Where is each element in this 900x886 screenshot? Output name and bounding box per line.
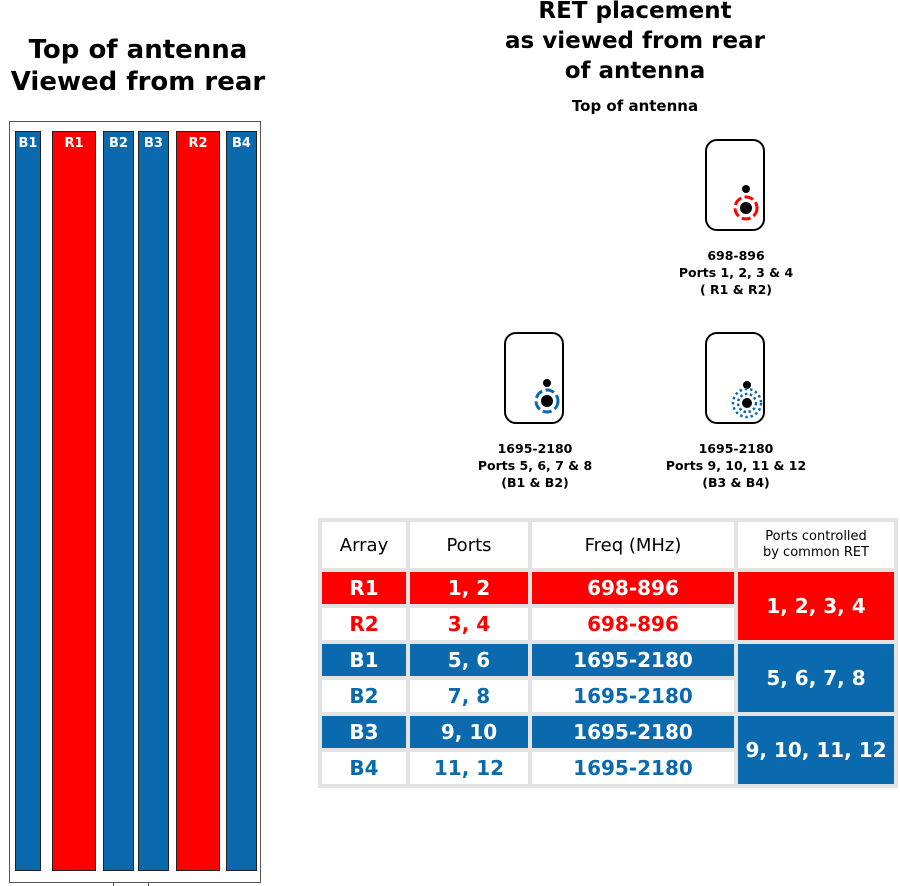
left-title-line-2: Viewed from rear	[10, 67, 266, 97]
cell-array: R1	[322, 572, 406, 604]
right-title-line-2: as viewed from rear	[505, 28, 765, 54]
array-strip-r1: R1	[52, 131, 96, 871]
header-common-ret: Ports controlled by common RET	[738, 522, 894, 568]
ret-arrays: (B3 & B4)	[702, 475, 770, 490]
cell-ports: 5, 6	[410, 644, 528, 676]
header-common-line-1: Ports controlled	[765, 529, 867, 544]
ret-connector-icon	[733, 185, 759, 221]
cell-common-ret: 5, 6, 7, 8	[738, 644, 894, 712]
cell-ports: 11, 12	[410, 752, 528, 784]
ret-arrays: (B1 & B2)	[501, 475, 569, 490]
cell-freq: 698-896	[532, 572, 734, 604]
cell-freq: 1695-2180	[532, 716, 734, 748]
ret-caption-b1-b2: 1695-2180 Ports 5, 6, 7 & 8 (B1 & B2)	[425, 440, 645, 491]
cell-freq: 1695-2180	[532, 644, 734, 676]
ret-ports: Ports 1, 2, 3 & 4	[678, 265, 794, 280]
ret-connector-icon	[534, 379, 560, 414]
table-row: B1 5, 6 1695-2180 5, 6, 7, 8	[322, 644, 894, 712]
cell-array: R2	[322, 608, 406, 640]
ports-table: Array Ports Freq (MHz) Ports controlled …	[318, 518, 898, 788]
ret-freq: 1695-2180	[497, 441, 573, 456]
cell-array: B2	[322, 680, 406, 712]
cell-ports: 1, 2	[410, 572, 528, 604]
right-title-line-1: RET placement	[538, 0, 732, 24]
cell-array: B1	[322, 644, 406, 676]
ret-freq: 1695-2180	[698, 441, 774, 456]
ret-caption-b3-b4: 1695-2180 Ports 9, 10, 11 & 12 (B3 & B4)	[626, 440, 846, 491]
ret-unit-b1-b2	[504, 332, 564, 424]
header-common-line-2: by common RET	[762, 545, 870, 560]
cell-array: B4	[322, 752, 406, 784]
ret-caption-698-896: 698-896 Ports 1, 2, 3 & 4 ( R1 & R2)	[626, 247, 846, 298]
antenna-body: B1 R1 B2 B3 R2 B4	[9, 121, 261, 883]
array-label-b2: B2	[109, 136, 128, 151]
array-label-r1: R1	[64, 136, 84, 151]
array-strip-r2: R2	[176, 131, 220, 871]
header-array: Array	[322, 522, 406, 568]
table-row: R1 1, 2 698-896 1, 2, 3, 4	[322, 572, 894, 640]
array-strip-b3: B3	[138, 131, 169, 871]
table-row: B4 11, 12 1695-2180	[322, 752, 894, 784]
array-strip-b1: B1	[15, 131, 41, 871]
ret-unit-b3-b4	[705, 332, 765, 424]
array-label-r2: R2	[188, 136, 208, 151]
ret-freq: 698-896	[707, 248, 765, 263]
ret-connector-icon	[731, 381, 763, 419]
top-of-antenna-label: Top of antenna	[571, 97, 699, 115]
table-row: B2 7, 8 1695-2180	[322, 680, 894, 712]
ret-arrays: ( R1 & R2)	[699, 282, 773, 297]
array-strip-b4: B4	[226, 131, 257, 871]
left-title-line-1: Top of antenna	[28, 35, 248, 65]
array-label-b1: B1	[18, 136, 38, 151]
ret-unit-698-896	[705, 139, 765, 231]
array-strip-b2: B2	[103, 131, 134, 871]
cell-common-ret: 1, 2, 3, 4	[738, 572, 894, 640]
cell-freq: 1695-2180	[532, 680, 734, 712]
ret-ports: Ports 5, 6, 7 & 8	[477, 458, 593, 473]
cell-ports: 3, 4	[410, 608, 528, 640]
array-label-b4: B4	[232, 136, 251, 151]
right-title: RET placement as viewed from rear of ant…	[470, 0, 800, 86]
right-title-line-3: of antenna	[564, 58, 706, 84]
cell-freq: 1695-2180	[532, 752, 734, 784]
cell-ports: 7, 8	[410, 680, 528, 712]
left-title: Top of antenna Viewed from rear	[0, 34, 276, 98]
cell-array: B3	[322, 716, 406, 748]
table-header-row: Array Ports Freq (MHz) Ports controlled …	[322, 522, 894, 568]
antenna-mount	[113, 882, 149, 886]
ret-ports: Ports 9, 10, 11 & 12	[665, 458, 807, 473]
header-ports: Ports	[410, 522, 528, 568]
cell-freq: 698-896	[532, 608, 734, 640]
header-freq: Freq (MHz)	[532, 522, 734, 568]
table-row: B3 9, 10 1695-2180 9, 10, 11, 12	[322, 716, 894, 784]
array-label-b3: B3	[144, 136, 163, 151]
cell-ports: 9, 10	[410, 716, 528, 748]
cell-common-ret: 9, 10, 11, 12	[738, 716, 894, 784]
table-row: R2 3, 4 698-896	[322, 608, 894, 640]
